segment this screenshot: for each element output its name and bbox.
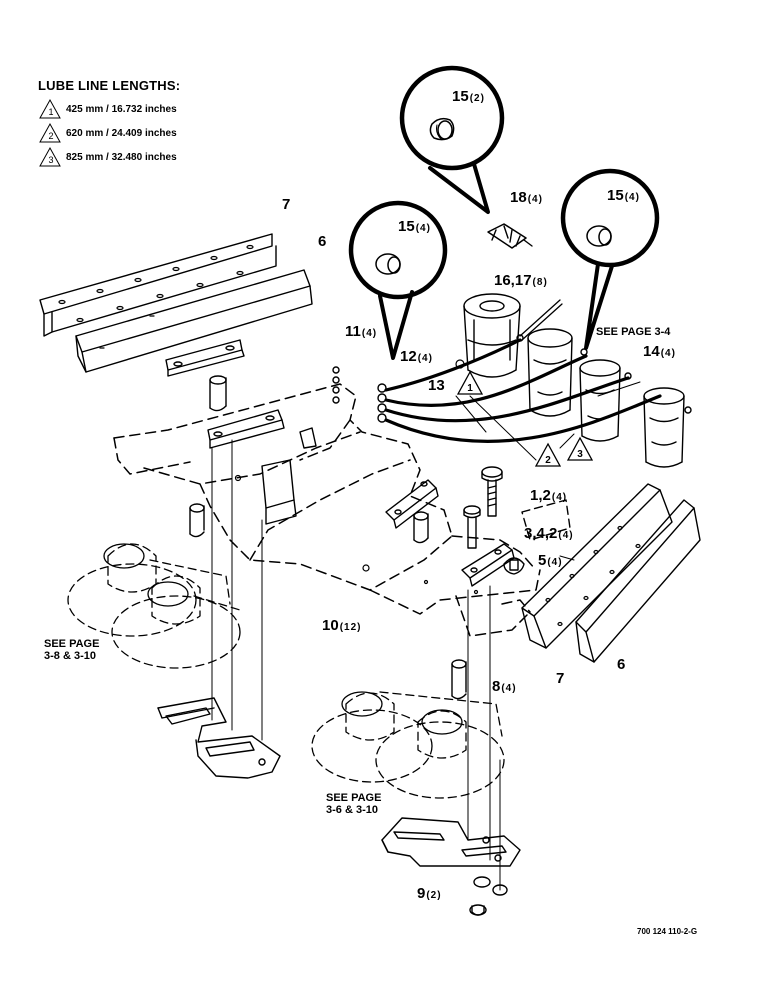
small-hardware bbox=[99, 315, 479, 595]
see-page-left-note: SEE PAGE 3-8 & 3-10 bbox=[44, 638, 100, 662]
spacer-mid-left bbox=[189, 503, 205, 538]
elbows-12 bbox=[377, 383, 387, 423]
frame-solid-parts bbox=[261, 427, 571, 575]
callout-7-top: 7 bbox=[282, 196, 291, 213]
legend-row-2: 2 620 mm / 24.409 inches bbox=[38, 121, 180, 145]
svg-text:3: 3 bbox=[48, 155, 53, 165]
callout-15-left: 15(4) bbox=[398, 218, 431, 235]
plate-mid-left bbox=[207, 409, 285, 449]
rail-6-right bbox=[575, 499, 701, 663]
callout-7-right: 7 bbox=[556, 670, 565, 687]
legend-text-3: 825 mm / 32.480 inches bbox=[66, 151, 177, 163]
triangle-marker-icon: 2 bbox=[39, 122, 61, 143]
rail-7-top bbox=[39, 233, 277, 337]
callout-6-top: 6 bbox=[318, 233, 327, 250]
fitting-18 bbox=[487, 223, 533, 249]
bolt-16-17 bbox=[519, 299, 563, 341]
skid-shoe-left bbox=[157, 697, 281, 779]
spacer-center bbox=[413, 511, 429, 544]
callout-6-right: 6 bbox=[617, 656, 626, 673]
callout-1-2: 1,2(4) bbox=[530, 487, 568, 504]
legend-text-1: 425 mm / 16.732 inches bbox=[66, 103, 177, 115]
housing-2 bbox=[527, 328, 573, 417]
document-number: 700 124 110-2-G bbox=[637, 927, 698, 936]
see-page-bottom-note: SEE PAGE 3-6 & 3-10 bbox=[326, 792, 382, 816]
see-page-top-note: SEE PAGE 3-4 bbox=[596, 326, 671, 338]
callout-8: 8(4) bbox=[492, 678, 517, 695]
spacer-upper-left bbox=[209, 375, 227, 412]
line-markers: 1 2 3 bbox=[456, 370, 594, 467]
callout-9: 9(2) bbox=[417, 885, 442, 902]
skid-hardware bbox=[469, 876, 508, 916]
cutter-hubs-bottom bbox=[341, 691, 463, 735]
callout-14: 14(4) bbox=[643, 343, 676, 360]
detail-circle-right bbox=[560, 168, 660, 350]
skid-shoe-9 bbox=[381, 817, 521, 867]
callout-12: 12(4) bbox=[400, 348, 433, 365]
callout-5: 5(4) bbox=[538, 552, 563, 569]
line-marker-3: 3 bbox=[577, 449, 583, 460]
callout-18: 18(4) bbox=[510, 189, 543, 206]
callout-16-17: 16,17(8) bbox=[494, 272, 548, 289]
callout-3-4-2: 3,4,2(4) bbox=[524, 525, 574, 542]
cutter-assembly-bottom bbox=[311, 691, 505, 799]
svg-text:2: 2 bbox=[48, 131, 53, 141]
callout-11: 11(4) bbox=[345, 323, 378, 340]
triangle-marker-icon: 3 bbox=[39, 146, 61, 167]
legend-title: LUBE LINE LENGTHS: bbox=[38, 78, 181, 93]
leader-lines bbox=[455, 381, 641, 561]
line-marker-2: 2 bbox=[545, 455, 551, 466]
plate-upper-left bbox=[165, 339, 245, 377]
cutter-assembly-left bbox=[67, 543, 241, 669]
vertical-guide-lines bbox=[211, 439, 501, 891]
detail-circle-left bbox=[348, 200, 448, 360]
callout-15-right: 15(4) bbox=[607, 187, 640, 204]
cutter-hubs-left bbox=[103, 543, 189, 607]
callout-10: 10(12) bbox=[322, 617, 362, 634]
dashed-frame bbox=[113, 383, 541, 637]
callout-13: 13 bbox=[428, 377, 445, 394]
legend-row-1: 1 425 mm / 16.732 inches bbox=[38, 97, 180, 121]
bolt-1-2 bbox=[481, 466, 503, 517]
housing-1 bbox=[463, 293, 521, 378]
legend-row-3: 3 825 mm / 32.480 inches bbox=[38, 145, 180, 169]
lube-line-legend: LUBE LINE LENGTHS: 1 425 mm / 16.732 inc… bbox=[38, 78, 180, 169]
triangle-marker-icon: 1 bbox=[39, 98, 61, 119]
bolt-3-4-2 bbox=[463, 505, 481, 549]
fittings-14 bbox=[516, 334, 692, 414]
callout-15-top: 15(2) bbox=[452, 88, 485, 105]
line-marker-1: 1 bbox=[467, 383, 473, 394]
plate-5 bbox=[461, 543, 515, 587]
svg-text:1: 1 bbox=[48, 107, 53, 117]
legend-text-2: 620 mm / 24.409 inches bbox=[66, 127, 177, 139]
housing-3 bbox=[579, 359, 621, 442]
spacer-8 bbox=[451, 659, 467, 700]
detail-circle-top bbox=[399, 65, 505, 214]
housing-4 bbox=[643, 387, 685, 468]
lube-lines bbox=[384, 338, 662, 443]
rail-6-top bbox=[75, 269, 313, 373]
fittings-11 bbox=[332, 366, 340, 404]
